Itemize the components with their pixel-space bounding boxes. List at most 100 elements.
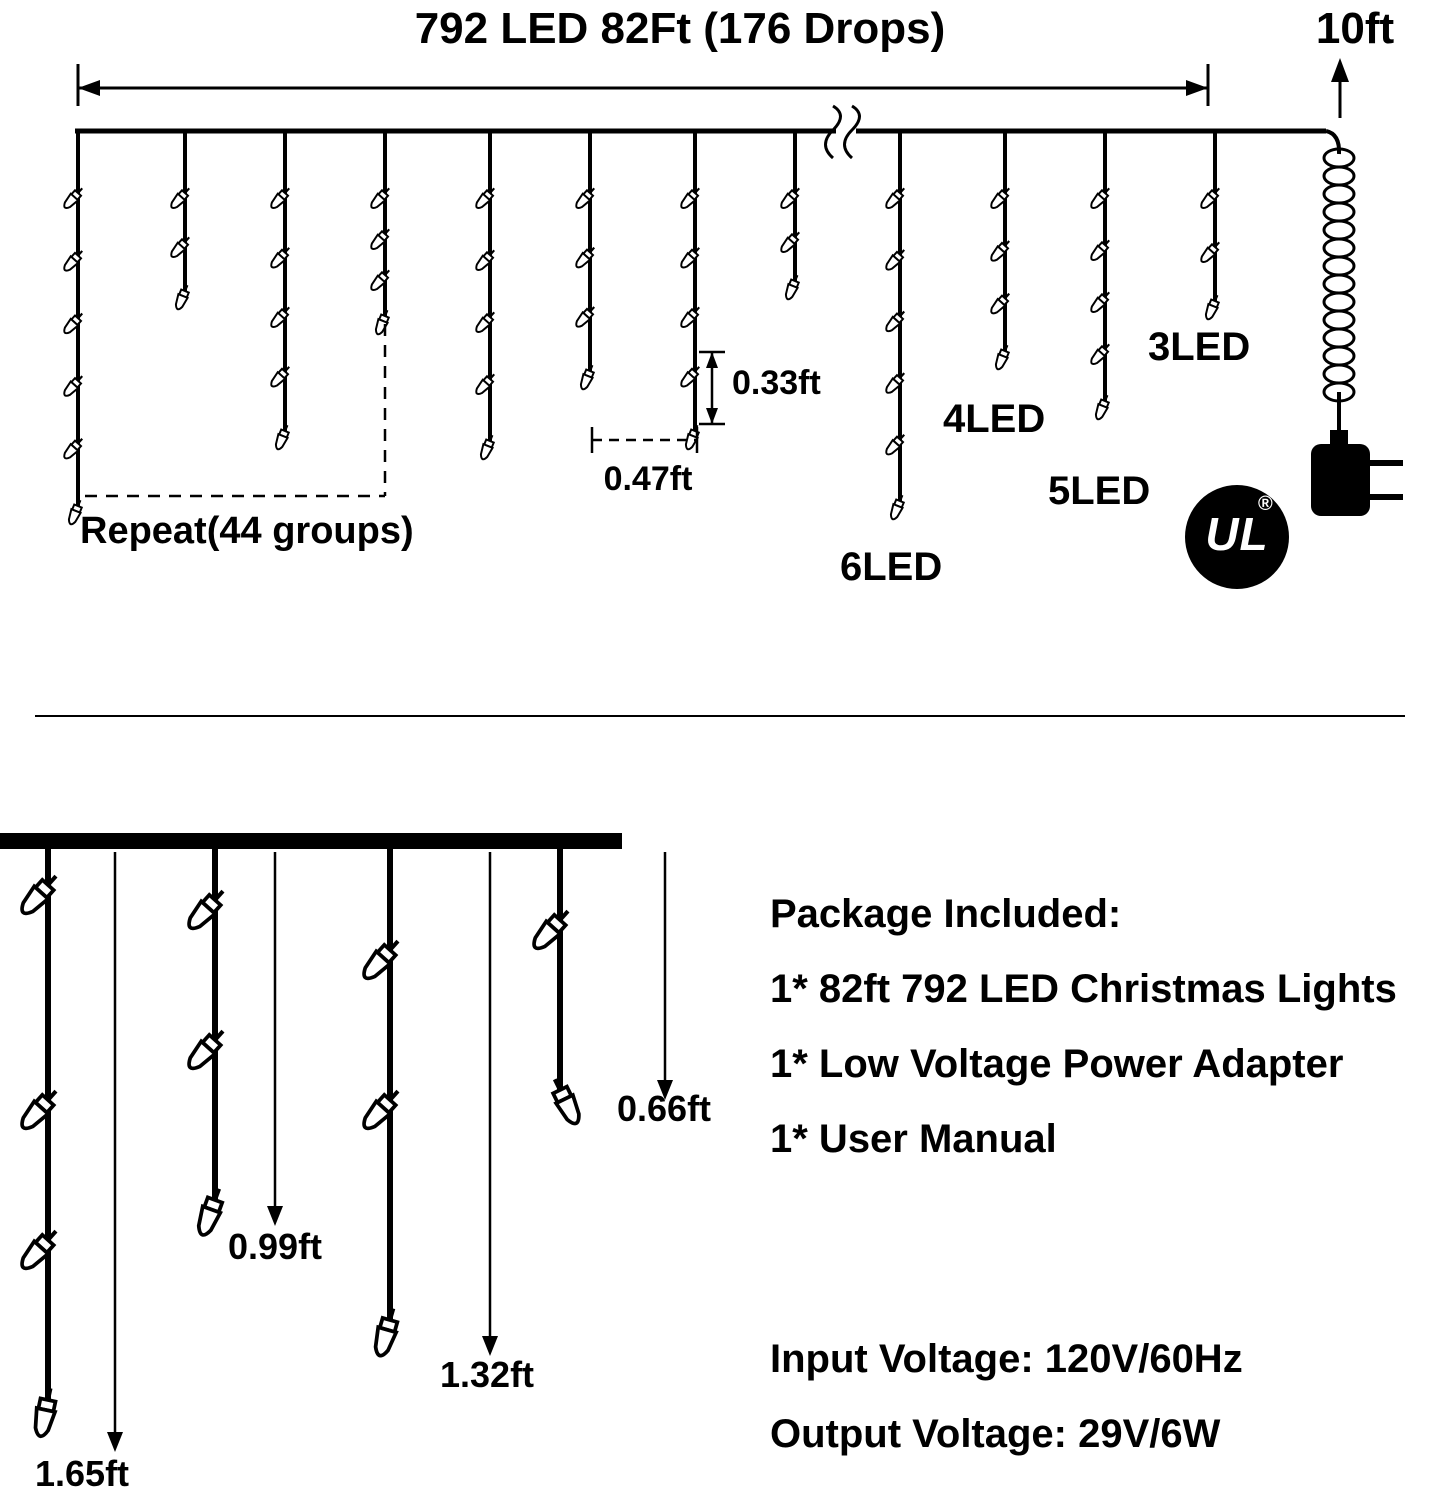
led-bulb-icon (187, 1029, 225, 1071)
top-dimension (76, 64, 1210, 106)
led-bulb-icon (1204, 294, 1221, 321)
drop-spacing-dimension (590, 427, 699, 453)
led-bulb-icon (370, 269, 391, 291)
light-drop (362, 845, 400, 1358)
length-arrow (267, 852, 283, 1226)
led-bulb-icon (885, 187, 906, 209)
wire-break-icon (824, 104, 861, 160)
led-bulb-icon (475, 373, 496, 395)
power-plug-icon (1311, 430, 1403, 516)
led-bulb-icon (680, 306, 701, 328)
length-arrow (657, 852, 673, 1100)
led-bulb-icon (1090, 187, 1111, 209)
repeat-region-outline (85, 303, 387, 498)
led-bulb-icon (67, 499, 84, 526)
diagram-title: 792 LED 82Ft (176 Drops) (414, 4, 946, 53)
led-bulb-icon (362, 939, 400, 981)
lead-length-arrow (1331, 58, 1349, 118)
led-bulb-icon (63, 187, 84, 209)
drop-type-label-4led: 4LED (943, 397, 1046, 441)
length-arrow (482, 852, 498, 1356)
cord-coil-icon (1322, 147, 1356, 436)
led-bulb-icon (270, 187, 291, 209)
repeat-group-label: Repeat(44 groups) (80, 510, 414, 552)
light-drop (990, 131, 1011, 371)
led-bulb-icon (680, 366, 701, 388)
package-item-lights: 1* 82ft 792 LED Christmas Lights (770, 967, 1397, 1011)
light-drop (680, 131, 701, 451)
ul-logo-circle (1185, 485, 1289, 589)
light-drop (1200, 131, 1221, 321)
length-arrow (107, 852, 123, 1452)
light-drop (270, 131, 291, 451)
led-bulb-icon (994, 344, 1011, 371)
led-bulb-icon (550, 1078, 581, 1126)
led-bulb-icon (270, 306, 291, 328)
led-bulb-icon (1200, 187, 1221, 209)
led-bulb-icon (579, 364, 596, 391)
input-voltage-text: Input Voltage: 120V/60Hz (770, 1337, 1243, 1381)
package-included-heading: Package Included: (770, 892, 1122, 936)
led-bulb-icon (680, 187, 701, 209)
led-bulb-icon (170, 187, 191, 209)
drop-length-label-066: 0.66ft (617, 1088, 712, 1129)
drop-length-label-132: 1.32ft (440, 1354, 535, 1395)
drop-length-label-165: 1.65ft (35, 1453, 130, 1494)
led-bulb-icon (270, 366, 291, 388)
led-bulb-icon (1090, 291, 1111, 313)
drop-type-label-3led: 3LED (1148, 325, 1251, 369)
bulb-spacing-dimension (699, 350, 725, 426)
led-bulb-icon (885, 249, 906, 271)
led-bulb-icon (187, 889, 225, 931)
output-voltage-text: Output Voltage: 29V/6W (770, 1412, 1221, 1456)
led-bulb-icon (373, 1307, 400, 1358)
led-bulb-icon (270, 247, 291, 269)
led-bulb-icon (475, 249, 496, 271)
led-bulb-icon (885, 372, 906, 394)
led-bulb-icon (475, 187, 496, 209)
led-bulb-icon (20, 1089, 58, 1131)
led-bulb-icon (170, 236, 191, 258)
ul-registered-symbol: ® (1258, 493, 1273, 515)
lead-length-label: 10ft (1315, 4, 1395, 53)
led-bulb-icon (780, 231, 801, 253)
light-drop (885, 131, 906, 521)
package-item-manual: 1* User Manual (770, 1117, 1057, 1161)
led-bulb-icon (575, 187, 596, 209)
led-bulb-icon (63, 312, 84, 335)
led-bulb-icon (63, 250, 84, 272)
light-drop (187, 845, 225, 1237)
light-drop (20, 845, 58, 1439)
led-bulb-icon (370, 187, 391, 209)
led-bulb-icon (784, 274, 801, 301)
led-bulb-icon (475, 311, 496, 333)
led-bulb-icon (370, 228, 391, 250)
led-bulb-icon (33, 1387, 58, 1439)
light-drop (370, 131, 391, 336)
led-bulb-icon (780, 187, 801, 209)
led-bulb-icon (885, 433, 906, 456)
led-bulb-icon (362, 1089, 400, 1131)
led-bulb-icon (374, 309, 391, 336)
led-bulb-icon (174, 284, 191, 311)
led-bulb-icon (1090, 239, 1111, 261)
led-bulb-icon (532, 909, 570, 951)
drop-length-label-099: 0.99ft (228, 1226, 323, 1267)
light-drop (780, 131, 801, 301)
led-bulb-icon (1094, 394, 1111, 421)
led-bulb-icon (20, 874, 58, 916)
led-bulb-icon (20, 1229, 58, 1271)
led-bulb-icon (990, 292, 1011, 315)
light-drop (1090, 131, 1111, 421)
drop-spacing-label: 0.47ft (603, 460, 693, 498)
bulb-spacing-label: 0.33ft (732, 364, 821, 402)
light-drop (475, 131, 496, 461)
led-bulb-icon (575, 306, 596, 328)
light-drop (63, 131, 84, 526)
drop-type-label-6led: 6LED (840, 545, 943, 589)
led-bulb-icon (889, 494, 906, 521)
led-bulb-icon (684, 424, 701, 451)
led-bulb-icon (885, 310, 906, 333)
